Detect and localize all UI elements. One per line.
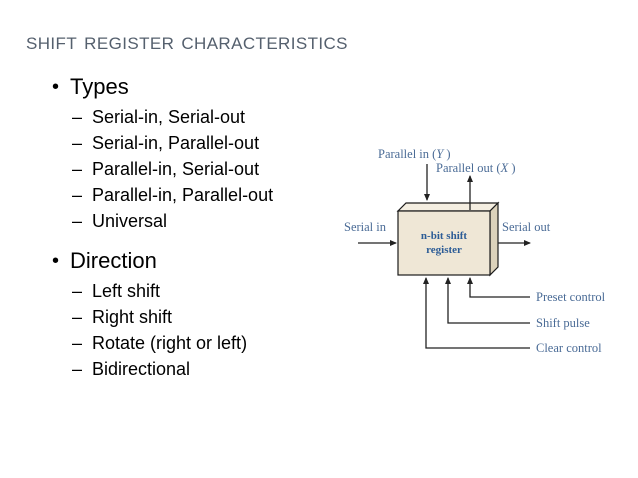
- shift-register-diagram: n-bit shift register Parallel in (Y ) Pa…: [330, 132, 638, 372]
- list-item-label: Left shift: [92, 281, 161, 301]
- box-front-face: [397, 210, 491, 276]
- label-parallel-in: Parallel in (Y ): [378, 147, 451, 161]
- list-item-label: Bidirectional: [92, 359, 191, 379]
- label-parallel-out: Parallel out (X ): [436, 161, 516, 175]
- list-item: – Rotate (right or left): [0, 330, 340, 356]
- bullet-dash-icon: –: [72, 211, 83, 231]
- box-label-line1: n-bit shift: [421, 230, 467, 242]
- bullet-dash-icon: –: [72, 307, 83, 327]
- list-item-label: Universal: [92, 211, 168, 231]
- list-item: – Parallel-in, Serial-out: [0, 156, 340, 182]
- list-item-label: Serial-in, Parallel-out: [92, 133, 260, 153]
- bullet-heading-label: Direction: [70, 248, 157, 273]
- list-item: – Parallel-in, Parallel-out: [0, 182, 340, 208]
- box-top-face: [396, 202, 500, 212]
- list-item: – Serial-in, Parallel-out: [0, 130, 340, 156]
- label-preset-control: Preset control: [536, 290, 606, 304]
- bullet-dash-icon: –: [72, 333, 83, 353]
- bullet-dash-icon: –: [72, 185, 83, 205]
- wire-shift-pulse: [445, 277, 530, 324]
- bullet-heading-direction: • Direction: [0, 246, 340, 276]
- bullet-dash-icon: –: [72, 281, 83, 301]
- label-parallel-out-text: Parallel out (: [436, 161, 501, 175]
- list-item: – Left shift: [0, 278, 340, 304]
- bullet-dash-icon: –: [72, 359, 83, 379]
- slide-body: • Types – Serial-in, Serial-out – Serial…: [0, 72, 340, 382]
- list-item-label: Right shift: [92, 307, 173, 327]
- list-item: – Bidirectional: [0, 356, 340, 382]
- label-serial-in: Serial in: [344, 220, 387, 234]
- label-clear-control: Clear control: [536, 341, 602, 355]
- group-spacer: [0, 234, 340, 246]
- bullet-dash-icon: –: [72, 133, 83, 153]
- page-title: Shift Register Characteristics: [26, 28, 348, 55]
- list-item: – Serial-in, Serial-out: [0, 104, 340, 130]
- box-label-line2: register: [426, 244, 462, 256]
- label-parallel-in-text: Parallel in (: [378, 147, 436, 161]
- list-item-label: Parallel-in, Serial-out: [92, 159, 260, 179]
- bullet-dash-icon: –: [72, 107, 83, 127]
- list-item-label: Parallel-in, Parallel-out: [92, 185, 274, 205]
- label-parallel-in-var: Y: [436, 147, 445, 161]
- bullet-dot-icon: •: [52, 250, 60, 272]
- list-item: – Universal: [0, 208, 340, 234]
- list-item-label: Rotate (right or left): [92, 333, 248, 353]
- label-parallel-in-close: ): [443, 147, 450, 161]
- label-shift-pulse: Shift pulse: [536, 316, 590, 330]
- bullet-heading-types: • Types: [0, 72, 340, 102]
- bullet-heading-label: Types: [70, 74, 129, 99]
- list-item: – Right shift: [0, 304, 340, 330]
- bullet-dot-icon: •: [52, 76, 60, 98]
- label-serial-out: Serial out: [502, 220, 551, 234]
- label-parallel-out-var: X: [500, 161, 510, 175]
- box-side-face: [489, 201, 499, 277]
- label-parallel-out-close: ): [508, 161, 515, 175]
- wire-preset-control: [467, 277, 530, 298]
- bullet-dash-icon: –: [72, 159, 83, 179]
- list-item-label: Serial-in, Serial-out: [92, 107, 246, 127]
- wire-clear-control: [423, 277, 530, 349]
